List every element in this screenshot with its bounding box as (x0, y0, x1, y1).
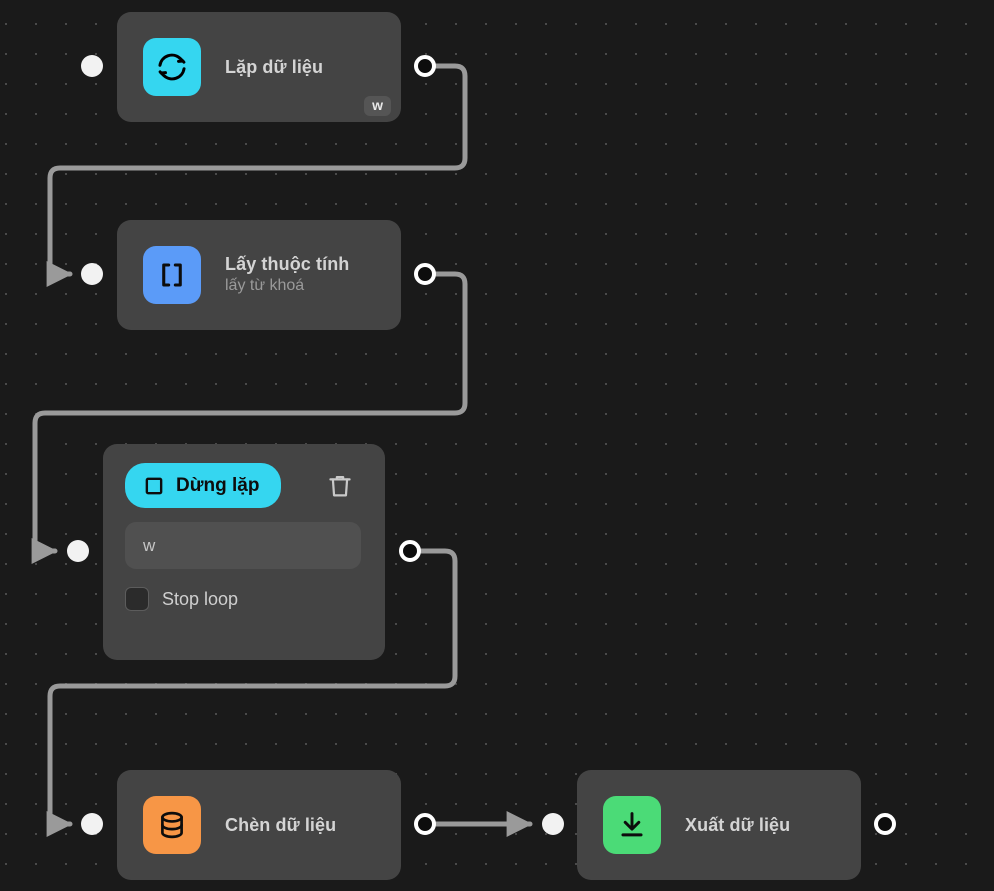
stop-loop-header: Dừng lặp (125, 463, 365, 508)
node-title: Lặp dữ liệu (225, 56, 324, 77)
input-port-export-data[interactable] (542, 813, 564, 835)
node-loop-data-text: Lặp dữ liệu (225, 56, 323, 79)
input-port-loop-data[interactable] (81, 55, 103, 77)
stop-loop-button[interactable]: Dừng lặp (125, 463, 282, 508)
stop-loop-checkbox-label: Stop loop (162, 588, 239, 609)
trash-icon[interactable] (323, 469, 357, 503)
node-subtitle: lấy từ khoá (225, 276, 305, 294)
stop-loop-checkbox[interactable] (125, 587, 149, 611)
output-port-insert-data[interactable] (414, 813, 436, 835)
node-insert-data-text: Chèn dữ liệu (225, 814, 336, 837)
stop-loop-checkbox-row[interactable]: Stop loop (125, 587, 365, 611)
output-port-stop-loop[interactable] (399, 540, 421, 562)
download-icon (603, 796, 661, 854)
node-stop-loop[interactable]: Dừng lặp w Stop loop (103, 444, 385, 660)
brackets-icon (143, 246, 201, 304)
loop-refresh-icon (143, 38, 201, 96)
node-title: Xuất dữ liệu (685, 814, 791, 835)
node-export-data[interactable]: Xuất dữ liệu (577, 770, 861, 880)
stop-loop-input[interactable]: w (125, 522, 361, 569)
output-port-get-property[interactable] (414, 263, 436, 285)
node-loop-data[interactable]: Lặp dữ liệu w (117, 12, 401, 122)
node-get-property-text: Lấy thuộc tính lấy từ khoá (225, 253, 349, 296)
node-insert-data[interactable]: Chèn dữ liệu (117, 770, 401, 880)
node-badge-w: w (364, 95, 391, 116)
node-get-property[interactable]: Lấy thuộc tính lấy từ khoá (117, 220, 401, 330)
output-port-export-data[interactable] (874, 813, 896, 835)
input-port-get-property[interactable] (81, 263, 103, 285)
input-port-insert-data[interactable] (81, 813, 103, 835)
database-icon (143, 796, 201, 854)
input-port-stop-loop[interactable] (67, 540, 89, 562)
node-export-data-text: Xuất dữ liệu (685, 814, 790, 837)
stop-loop-input-value: w (143, 535, 156, 555)
stop-loop-button-label: Dừng lặp (176, 474, 260, 496)
stop-square-icon (143, 475, 165, 497)
node-title: Lấy thuộc tính (225, 254, 350, 275)
node-title: Chèn dữ liệu (225, 814, 337, 835)
output-port-loop-data[interactable] (414, 55, 436, 77)
